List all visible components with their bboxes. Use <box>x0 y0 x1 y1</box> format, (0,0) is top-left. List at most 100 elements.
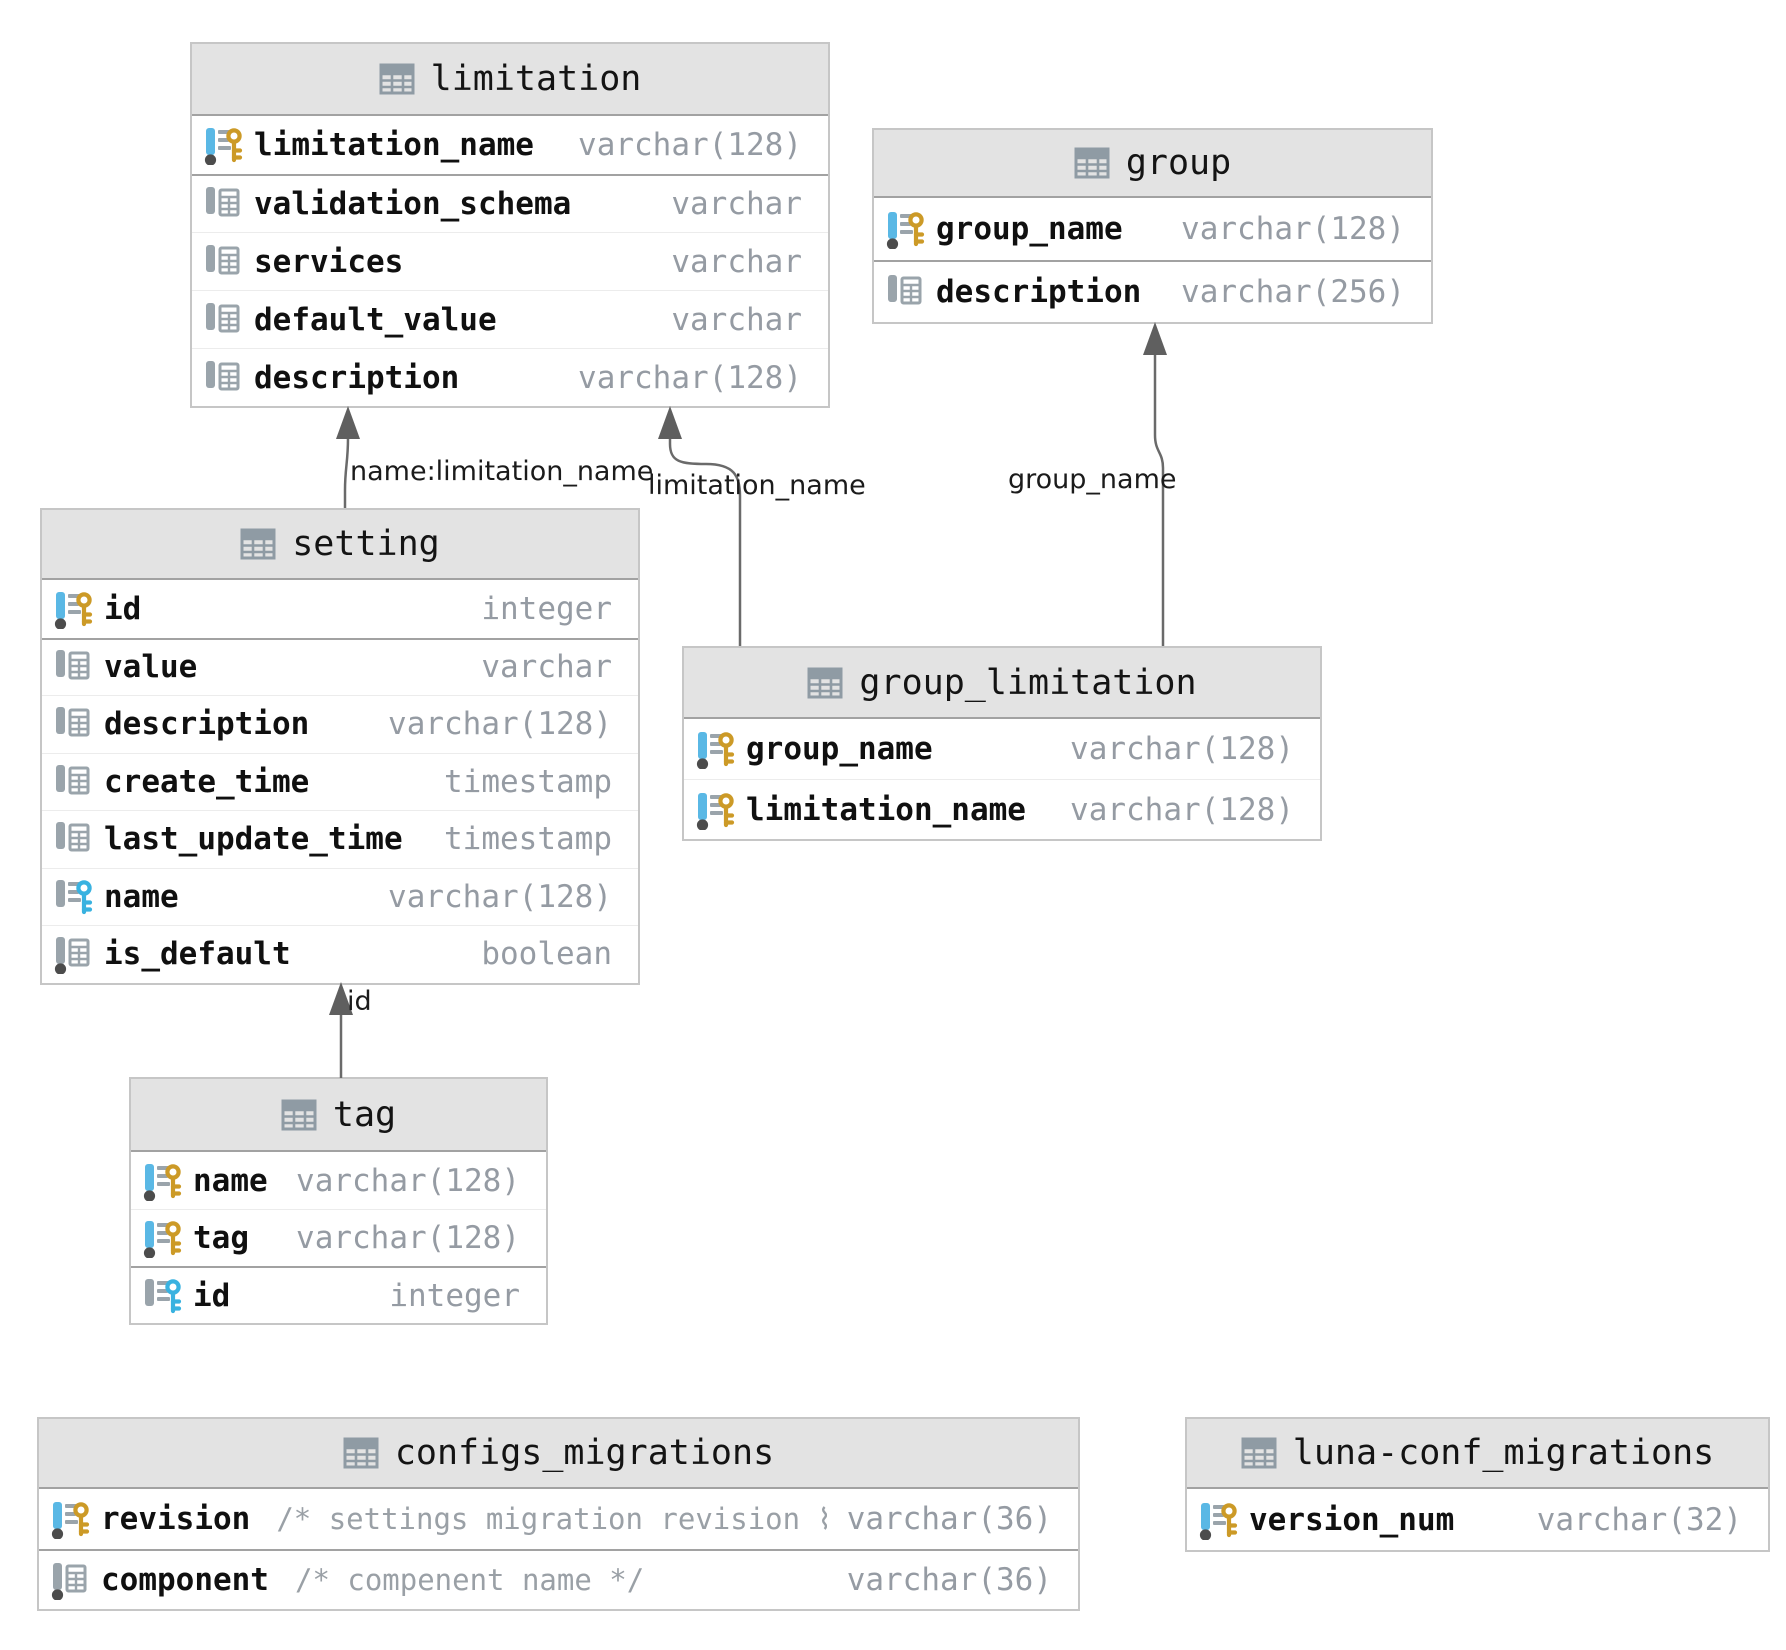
column-comment: /* compenent name */ <box>294 1563 645 1597</box>
column-name: default_value <box>254 301 497 338</box>
table-title: configs_migrations <box>394 1433 775 1473</box>
column-icon-wrap <box>886 209 926 249</box>
table-icon <box>281 1099 317 1130</box>
table-header[interactable]: group <box>874 130 1431 198</box>
column-type: varchar(128) <box>1070 791 1294 828</box>
foreign-key-icon <box>56 879 93 914</box>
table-configs_migrations[interactable]: configs_migrations revision /* settings mi… <box>37 1417 1080 1611</box>
column-icon <box>206 187 240 217</box>
column-name: limitation_name <box>254 127 534 163</box>
column-type: varchar(128) <box>1181 211 1405 247</box>
column-name: group_name <box>746 731 933 767</box>
column-icon-wrap <box>143 1276 183 1316</box>
column-icon <box>56 764 90 795</box>
table-header[interactable]: limitation <box>192 44 828 116</box>
relation-label: name:limitation_name <box>350 456 654 487</box>
relation-line[interactable] <box>343 437 350 508</box>
column-type: integer <box>389 1277 520 1314</box>
primary-key-icon <box>143 1163 182 1201</box>
primary-key-icon <box>1199 1502 1238 1540</box>
column-type: varchar(128) <box>296 1162 520 1199</box>
column-name: description <box>254 359 460 396</box>
column-icon-wrap <box>204 242 244 282</box>
relation-label: group_name <box>1008 464 1177 495</box>
column-type: varchar(128) <box>578 127 802 163</box>
column-icon-wrap <box>886 272 926 312</box>
relation-line[interactable] <box>1153 353 1165 646</box>
column-icon <box>56 822 90 852</box>
column-type: varchar(128) <box>296 1220 520 1256</box>
column-name: description <box>104 706 310 743</box>
primary-key-icon <box>51 1502 90 1539</box>
column-icon-wrap <box>54 934 94 975</box>
column-row[interactable]: limitation_name varchar(128) <box>192 116 828 174</box>
column-icon-wrap <box>54 704 94 744</box>
arrowhead-icon <box>1143 322 1167 355</box>
table-limitation[interactable]: limitation limitation_name varchar(128) val… <box>190 42 830 408</box>
column-row[interactable]: default_value varchar <box>192 290 828 348</box>
column-type: varchar <box>671 301 802 338</box>
not-null-column-icon <box>54 937 90 975</box>
table-title: limitation <box>430 59 642 99</box>
table-header[interactable]: configs_migrations <box>39 1419 1078 1489</box>
primary-key-icon <box>143 1221 182 1258</box>
table-header[interactable]: luna-conf_migrations <box>1187 1419 1768 1489</box>
column-icon-wrap <box>1199 1500 1239 1540</box>
column-type: varchar(256) <box>1181 274 1405 310</box>
column-name: id <box>104 590 142 627</box>
column-comment: /* settings migration revision ⌇ <box>276 1502 827 1536</box>
column-row[interactable]: description varchar(128) <box>42 695 638 753</box>
column-name: last_update_time <box>104 821 403 858</box>
table-header[interactable]: group_limitation <box>684 648 1320 719</box>
column-row[interactable]: description varchar(128) <box>192 348 828 406</box>
column-name: revision <box>101 1501 251 1537</box>
column-type: varchar(128) <box>578 359 802 396</box>
primary-key-icon <box>54 591 93 629</box>
column-type: varchar <box>481 649 612 686</box>
relation-label: limitation_name <box>648 470 866 501</box>
column-icon-wrap <box>54 819 94 859</box>
table-icon <box>1074 147 1110 179</box>
column-icon <box>56 707 90 737</box>
table-header[interactable]: tag <box>131 1079 546 1152</box>
column-type: varchar <box>671 243 802 280</box>
column-icon-wrap <box>204 300 244 340</box>
table-title: group <box>1125 143 1232 183</box>
column-row[interactable]: revision /* settings migration revision ⌇… <box>39 1489 1078 1549</box>
table-icon <box>240 528 276 560</box>
column-icon-wrap <box>51 1499 91 1539</box>
relation-label: id <box>347 986 372 1017</box>
column-row[interactable]: component/* compenent name */varchar(36) <box>39 1549 1078 1609</box>
column-type: timestamp <box>444 821 612 858</box>
table-icon <box>343 1437 379 1469</box>
column-row[interactable]: last_update_time timestamp <box>42 810 638 868</box>
column-icon-wrap <box>204 184 244 224</box>
column-type: varchar(128) <box>388 706 612 743</box>
table-header[interactable]: setting <box>42 510 638 580</box>
column-name: component <box>101 1562 269 1598</box>
table-icon <box>807 667 843 698</box>
column-type: varchar(36) <box>846 1501 1052 1537</box>
table-icon <box>379 63 415 95</box>
